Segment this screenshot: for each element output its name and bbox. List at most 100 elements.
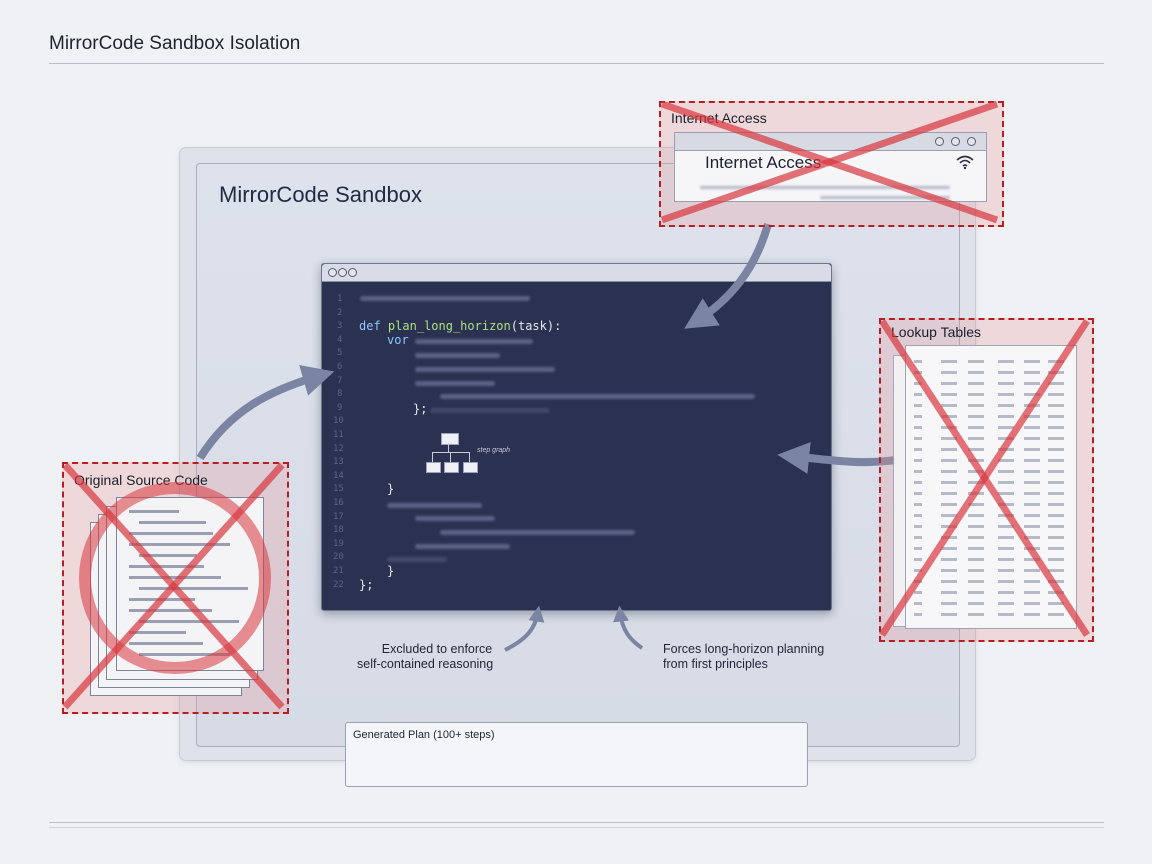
- blurred-code-line: [415, 516, 495, 521]
- table-cell: [998, 437, 1014, 440]
- table-cell: [914, 514, 922, 517]
- step-graph-child-node: [463, 462, 478, 473]
- table-cell: [968, 459, 984, 462]
- close-semicolon: };: [359, 578, 374, 592]
- table-cell: [914, 360, 922, 363]
- line-number: 16: [333, 498, 344, 508]
- line-number: 12: [333, 443, 344, 454]
- table-cell: [941, 536, 957, 539]
- table-cell: [914, 382, 922, 385]
- table-cell: [1048, 536, 1064, 539]
- table-cell: [998, 382, 1014, 385]
- caption-line: Excluded to enforce: [381, 642, 493, 656]
- window-dot-icon: [338, 268, 347, 277]
- table-cell: [998, 404, 1014, 407]
- table-cell: [968, 602, 984, 605]
- table-cell: [1048, 613, 1064, 616]
- blurred-text: [700, 186, 950, 189]
- table-cell: [1024, 437, 1040, 440]
- table-cell: [968, 360, 984, 363]
- caption-excluded: Excluded to enforce: [373, 642, 501, 657]
- table-cell: [914, 470, 922, 473]
- table-cell: [914, 492, 922, 495]
- table-cell: [1024, 525, 1040, 528]
- step-graph-edge: [469, 452, 470, 462]
- table-cell: [941, 470, 957, 473]
- table-cell: [998, 558, 1014, 561]
- caption-line: from first principles: [663, 657, 768, 671]
- def-keyword: def: [359, 319, 381, 333]
- table-cell: [1048, 514, 1064, 517]
- table-cell: [998, 426, 1014, 429]
- line-number: 17: [333, 511, 344, 522]
- blurred-code-line: [415, 353, 500, 358]
- table-cell: [941, 448, 957, 451]
- document-text-line: [129, 576, 221, 579]
- window-dot-icon: [348, 268, 357, 277]
- table-cell: [998, 591, 1014, 594]
- excluded-internet-label: Internet Access: [671, 110, 767, 126]
- table-cell: [914, 569, 922, 572]
- table-cell: [1048, 602, 1064, 605]
- table-cell: [1048, 503, 1064, 506]
- table-cell: [914, 536, 922, 539]
- internet-window-titlebar: [675, 133, 986, 151]
- table-cell: [968, 470, 984, 473]
- table-cell: [941, 404, 957, 407]
- table-cell: [1048, 437, 1064, 440]
- caption-line: self-contained reasoning: [357, 657, 494, 671]
- table-cell: [968, 558, 984, 561]
- table-cell: [998, 580, 1014, 583]
- step-graph-root-node: [441, 433, 459, 445]
- function-args: (task):: [510, 319, 562, 333]
- table-cell: [941, 437, 957, 440]
- table-cell: [998, 503, 1014, 506]
- caption-line: Forces long-horizon planning: [663, 642, 825, 656]
- table-cell: [941, 459, 957, 462]
- table-cell: [914, 415, 922, 418]
- table-cell: [968, 393, 984, 396]
- line-number: 8: [337, 389, 343, 400]
- window-dot-icon: [951, 137, 960, 146]
- document-text-line: [129, 598, 195, 601]
- document-text-line: [129, 609, 212, 612]
- table-cell: [998, 415, 1014, 418]
- table-cell: [1024, 382, 1040, 385]
- table-cell: [1024, 558, 1040, 561]
- table-cell: [941, 503, 957, 506]
- table-cell: [941, 569, 957, 572]
- step-graph-edge: [432, 452, 470, 453]
- window-dot-icon: [967, 137, 976, 146]
- caption-forces: Forces long-horizon planning from first …: [663, 642, 824, 672]
- table-cell: [1024, 503, 1040, 506]
- table-cell: [914, 503, 922, 506]
- table-cell: [1024, 371, 1040, 374]
- table-cell: [968, 415, 984, 418]
- blurred-code-line: [387, 557, 447, 562]
- document-text-line: [139, 587, 248, 590]
- table-cell: [1024, 360, 1040, 363]
- table-cell: [941, 525, 957, 528]
- table-cell: [941, 426, 957, 429]
- window-dot-icon: [935, 137, 944, 146]
- header-divider: [49, 63, 1104, 64]
- table-cell: [941, 492, 957, 495]
- document-text-line: [129, 543, 230, 546]
- blurred-code-line: [440, 530, 635, 535]
- table-cell: [1024, 580, 1040, 583]
- table-cell: [1048, 492, 1064, 495]
- table-cell: [1048, 360, 1064, 363]
- sandbox-title: MirrorCode Sandbox: [219, 182, 422, 207]
- table-cell: [1048, 459, 1064, 462]
- line-number: 22: [333, 579, 344, 590]
- table-cell: [968, 492, 984, 495]
- table-cell: [998, 459, 1014, 462]
- table-cell: [1048, 591, 1064, 594]
- page-title: MirrorCode Sandbox Isolation: [49, 33, 301, 54]
- table-cell: [1024, 514, 1040, 517]
- footer-divider: [49, 822, 1104, 823]
- table-cell: [998, 481, 1014, 484]
- table-cell: [968, 404, 984, 407]
- table-cell: [1048, 481, 1064, 484]
- table-cell: [998, 371, 1014, 374]
